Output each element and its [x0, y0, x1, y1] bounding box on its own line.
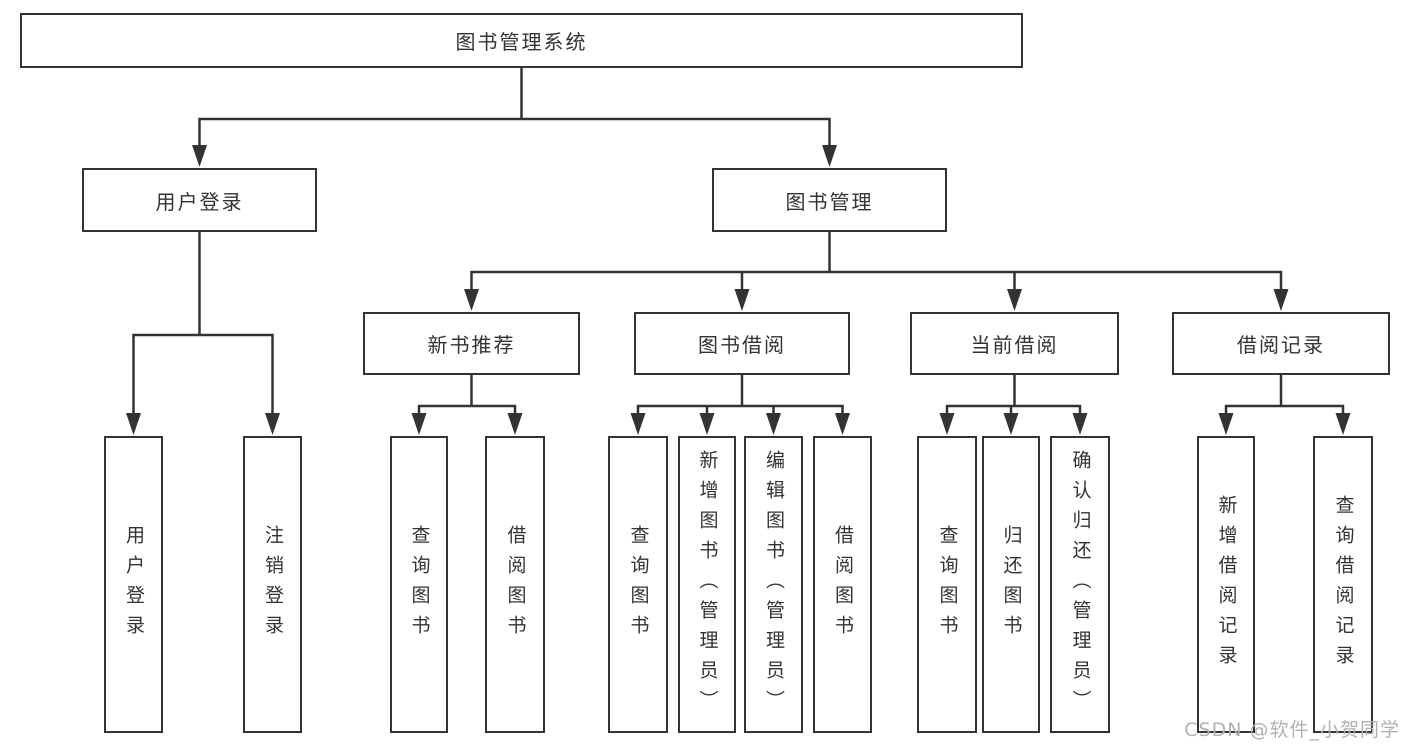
arrowhead-borrow-record — [1273, 289, 1289, 311]
node-label-leaf-add-borrow-record: 新增借阅记录 — [1215, 494, 1238, 675]
node-label-root: 图书管理系统 — [455, 30, 588, 54]
arrowhead-leaf-query-book-2 — [630, 413, 646, 435]
connector-book-mgmt — [470, 230, 1283, 299]
arrowhead-leaf-query-book-1 — [411, 413, 427, 435]
node-label-user-login-module: 用户登录 — [155, 189, 244, 214]
arrowhead-user-login-module — [192, 145, 207, 167]
connector-borrow-record — [1224, 373, 1345, 423]
arrowhead-leaf-add-book-admin — [699, 413, 715, 435]
node-leaf-edit-book-admin: 编辑图书（管理员） — [744, 436, 803, 733]
arrowhead-leaf-return-book — [1003, 413, 1019, 435]
arrowhead-leaf-query-book-3 — [939, 413, 955, 435]
node-label-new-book-rec: 新书推荐 — [427, 333, 516, 357]
node-new-book-rec: 新书推荐 — [363, 312, 580, 375]
node-leaf-logout: 注销登录 — [243, 436, 302, 733]
node-leaf-query-book-1: 查询图书 — [390, 436, 448, 733]
connector-book-borrow — [636, 373, 844, 423]
node-leaf-confirm-return-admin: 确认归还（管理员） — [1050, 436, 1110, 733]
arrowhead-new-book-rec — [464, 289, 479, 311]
node-leaf-borrow-book-1: 借阅图书 — [485, 436, 545, 733]
arrowhead-leaf-confirm-return-admin — [1072, 413, 1088, 435]
connector-root — [198, 66, 831, 155]
node-label-leaf-user-login: 用户登录 — [123, 524, 145, 645]
connector-new-book-rec — [417, 373, 517, 423]
node-label-leaf-confirm-return-admin: 确认归还（管理员） — [1069, 449, 1092, 720]
node-leaf-borrow-book-2: 借阅图书 — [813, 436, 872, 733]
node-leaf-user-login: 用户登录 — [104, 436, 163, 733]
arrowhead-leaf-borrow-book-2 — [835, 413, 850, 435]
node-user-login-module: 用户登录 — [82, 168, 317, 232]
node-label-borrow-record: 借阅记录 — [1237, 333, 1325, 357]
node-label-leaf-borrow-book-1: 借阅图书 — [504, 524, 527, 645]
node-book-mgmt: 图书管理 — [712, 168, 947, 232]
arrowhead-leaf-logout — [265, 413, 280, 435]
node-label-leaf-query-book-1: 查询图书 — [408, 524, 431, 645]
node-label-leaf-add-book-admin: 新增图书（管理员） — [696, 449, 719, 720]
arrowhead-leaf-add-borrow-record — [1218, 413, 1234, 435]
arrowhead-leaf-user-login — [126, 413, 141, 435]
node-book-borrow: 图书借阅 — [634, 312, 850, 375]
arrowhead-current-borrow — [1007, 289, 1022, 311]
node-current-borrow: 当前借阅 — [910, 312, 1119, 375]
connector-user-login-module — [132, 230, 274, 423]
node-leaf-add-book-admin: 新增图书（管理员） — [678, 436, 736, 733]
arrowhead-book-borrow — [734, 289, 750, 311]
node-label-leaf-return-book: 归还图书 — [1000, 524, 1023, 645]
node-root: 图书管理系统 — [20, 13, 1023, 68]
arrowhead-book-mgmt — [822, 145, 837, 167]
node-leaf-add-borrow-record: 新增借阅记录 — [1197, 436, 1255, 733]
node-label-leaf-edit-book-admin: 编辑图书（管理员） — [763, 449, 785, 720]
node-label-leaf-logout: 注销登录 — [262, 524, 284, 645]
arrowhead-leaf-borrow-book-1 — [507, 413, 523, 435]
node-label-current-borrow: 当前借阅 — [970, 333, 1059, 357]
node-leaf-query-book-2: 查询图书 — [608, 436, 668, 733]
node-label-leaf-query-book-3: 查询图书 — [936, 524, 959, 645]
node-label-book-mgmt: 图书管理 — [785, 189, 874, 214]
node-leaf-query-book-3: 查询图书 — [917, 436, 977, 733]
arrowhead-leaf-edit-book-admin — [766, 413, 781, 435]
node-leaf-return-book: 归还图书 — [982, 436, 1040, 733]
node-label-leaf-query-borrow-record: 查询借阅记录 — [1332, 494, 1355, 675]
node-label-book-borrow: 图书借阅 — [698, 333, 786, 357]
node-borrow-record: 借阅记录 — [1172, 312, 1390, 375]
arrowhead-leaf-query-borrow-record — [1335, 413, 1351, 435]
node-label-leaf-query-book-2: 查询图书 — [627, 524, 650, 645]
node-label-leaf-borrow-book-2: 借阅图书 — [832, 524, 854, 645]
node-leaf-query-borrow-record: 查询借阅记录 — [1313, 436, 1373, 733]
